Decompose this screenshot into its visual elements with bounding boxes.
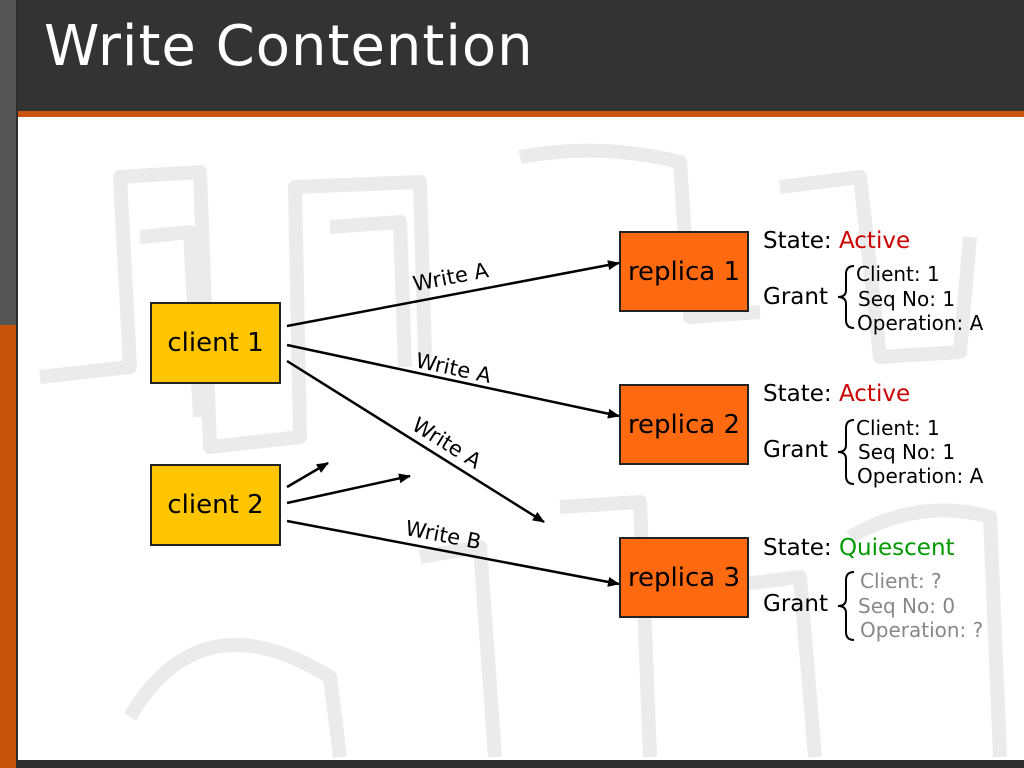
replica-2-state: State: Active <box>763 381 910 407</box>
grant-operation: Operation: A <box>857 464 984 488</box>
header-rule <box>18 111 1024 117</box>
edge-client2-replica3 <box>286 519 620 587</box>
state-prefix: State: <box>763 228 839 254</box>
state-value: Active <box>838 381 911 407</box>
edge-client1-replica2 <box>286 343 620 419</box>
edge-client2-stub-b <box>286 461 329 489</box>
state-prefix: State: <box>763 381 839 407</box>
grant-label: Grant <box>763 284 828 310</box>
grant-brace <box>837 265 855 329</box>
replica-3-state: State: Quiescent <box>763 535 955 561</box>
client-label: client 2 <box>167 490 264 520</box>
grant-client: Client: 1 <box>856 416 940 440</box>
state-value: Active <box>838 228 911 254</box>
grant-label: Grant <box>763 437 828 463</box>
edge-client1-replica1 <box>286 260 620 328</box>
client-2-node: client 2 <box>150 464 281 546</box>
edge-label: Write B <box>403 516 483 554</box>
client-1-node: client 1 <box>150 302 281 384</box>
left-accent-bar-gray <box>0 0 16 325</box>
grant-brace <box>837 571 855 641</box>
edge-client1-replica3 <box>286 359 545 524</box>
state-prefix: State: <box>763 535 839 561</box>
edge-client2-stub-a <box>286 473 411 505</box>
replica-label: replica 3 <box>627 562 741 593</box>
client-label: client 1 <box>167 328 264 358</box>
edge-label: Write A <box>414 348 494 388</box>
background-watermark <box>39 143 1007 758</box>
slide-header <box>18 0 1024 111</box>
grant-seq: Seq No: 1 <box>858 287 956 311</box>
footer-rule <box>18 760 1024 768</box>
grant-client: Client: 1 <box>856 262 940 286</box>
replica-label: replica 1 <box>627 256 741 287</box>
replica-1-node: replica 1 <box>619 231 749 312</box>
grant-operation: Operation: ? <box>860 618 984 642</box>
replica-label: replica 2 <box>627 409 741 440</box>
grant-seq: Seq No: 0 <box>858 594 956 618</box>
grant-seq: Seq No: 1 <box>858 440 956 464</box>
grant-client: Client: ? <box>860 569 942 593</box>
slide-title: Write Contention <box>44 14 534 79</box>
replica-2-node: replica 2 <box>619 384 749 465</box>
state-value: Quiescent <box>838 535 955 561</box>
grant-label: Grant <box>763 591 828 617</box>
grant-brace <box>837 419 855 485</box>
grant-operation: Operation: A <box>857 311 984 335</box>
left-accent-bar-orange <box>0 325 16 768</box>
replica-3-node: replica 3 <box>619 537 749 618</box>
left-divider <box>16 0 18 768</box>
replica-1-state: State: Active <box>763 228 910 254</box>
